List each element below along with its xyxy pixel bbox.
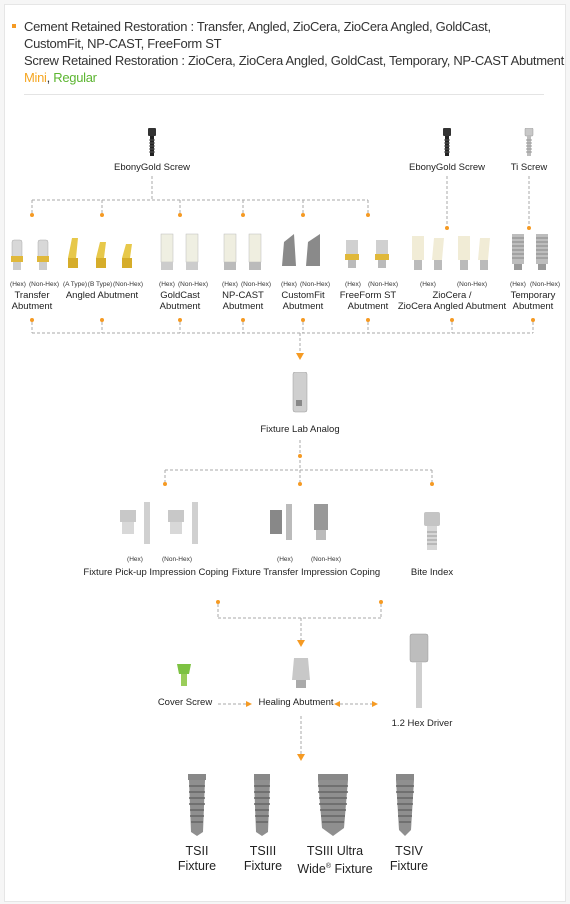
tsiv-fixture-icon (396, 774, 414, 836)
pickup-impression-coping-icon (120, 502, 198, 544)
sub-label: (Non-Hex) (530, 281, 560, 288)
bullet-icon (12, 24, 16, 28)
ebony-gold-screw-icon (443, 128, 451, 156)
sub-label: (Non-Hex) (311, 556, 341, 563)
ti-screw-label: Ti Screw (510, 162, 548, 173)
sub-label: (Hex) (420, 281, 436, 288)
sub-label: (Non-Hex) (113, 281, 143, 288)
cover-screw-label: Cover Screw (157, 697, 213, 708)
sub-label: (Hex) (277, 556, 293, 563)
transfer-abutment-icon (11, 239, 23, 270)
sub-label: (Non-Hex) (457, 281, 487, 288)
header-divider (24, 94, 544, 95)
header-line-3: Screw Retained Restoration : ZioCera, Zi… (24, 53, 564, 68)
sub-label: (Hex) (159, 281, 175, 288)
sub-label: (Hex) (510, 281, 526, 288)
hex-driver-label: 1.2 Hex Driver (391, 718, 453, 729)
sub-label: (Non-Hex) (368, 281, 398, 288)
ziocera-abutment-label: ZioCera /ZioCera Angled Abutment (397, 290, 507, 312)
bite-index-label: Bite Index (410, 567, 454, 578)
abutment-images (11, 233, 548, 270)
sub-label: (Non-Hex) (178, 281, 208, 288)
regular-label: Regular (53, 70, 97, 85)
healing-abutment-label: Healing Abutment (258, 697, 334, 708)
page-frame (4, 4, 566, 902)
cover-screw-icon (177, 664, 191, 686)
header-line-1: Cement Retained Restoration : Transfer, … (24, 19, 491, 34)
sub-label: (Hex) (10, 281, 26, 288)
ti-screw-icon (524, 128, 534, 156)
sub-label: (Non-Hex) (241, 281, 271, 288)
header-text: Cement Retained Restoration : Transfer, … (12, 18, 564, 86)
sub-label: (Non-Hex) (162, 556, 192, 563)
healing-abutment-icon (292, 658, 310, 688)
hex-driver-icon (409, 633, 429, 708)
sub-label: (A Type) (62, 281, 88, 288)
tsiii-ultra-wide-fixture-icon (318, 774, 348, 836)
header-line-4: Mini, Regular (24, 69, 564, 86)
ebony-gold-screw-icon (148, 128, 156, 156)
mini-label: Mini (24, 70, 47, 85)
fixture-lab-analog-icon (292, 372, 308, 413)
bite-index-icon (424, 512, 440, 550)
sub-label: (Non-Hex) (29, 281, 59, 288)
comma: , (46, 70, 54, 85)
angled-abutment-label: Angled Abutment (65, 290, 139, 301)
sub-label: (B Type) (87, 281, 113, 288)
fixture-lab-analog-label: Fixture Lab Analog (260, 424, 340, 435)
sub-label: (Hex) (127, 556, 143, 563)
tsiii-fixture-icon (254, 774, 270, 836)
sub-label: (Hex) (345, 281, 361, 288)
tsii-fixture-icon (188, 774, 206, 836)
transfer-impression-coping-label: Fixture Transfer Impression Coping (231, 567, 381, 578)
fixtures-images (188, 774, 414, 836)
ebony-gold-screw-right-label: EbonyGold Screw (408, 162, 486, 173)
sub-label: (Non-Hex) (300, 281, 330, 288)
ebony-gold-screw-left-label: EbonyGold Screw (113, 162, 191, 173)
pickup-impression-coping-label: Fixture Pick-up Impression Coping (83, 567, 229, 578)
sub-label: (Hex) (222, 281, 238, 288)
transfer-impression-coping-icon (270, 504, 328, 540)
header-line-2: CustomFit, NP-CAST, FreeForm ST (24, 36, 222, 51)
sub-label: (Hex) (281, 281, 297, 288)
